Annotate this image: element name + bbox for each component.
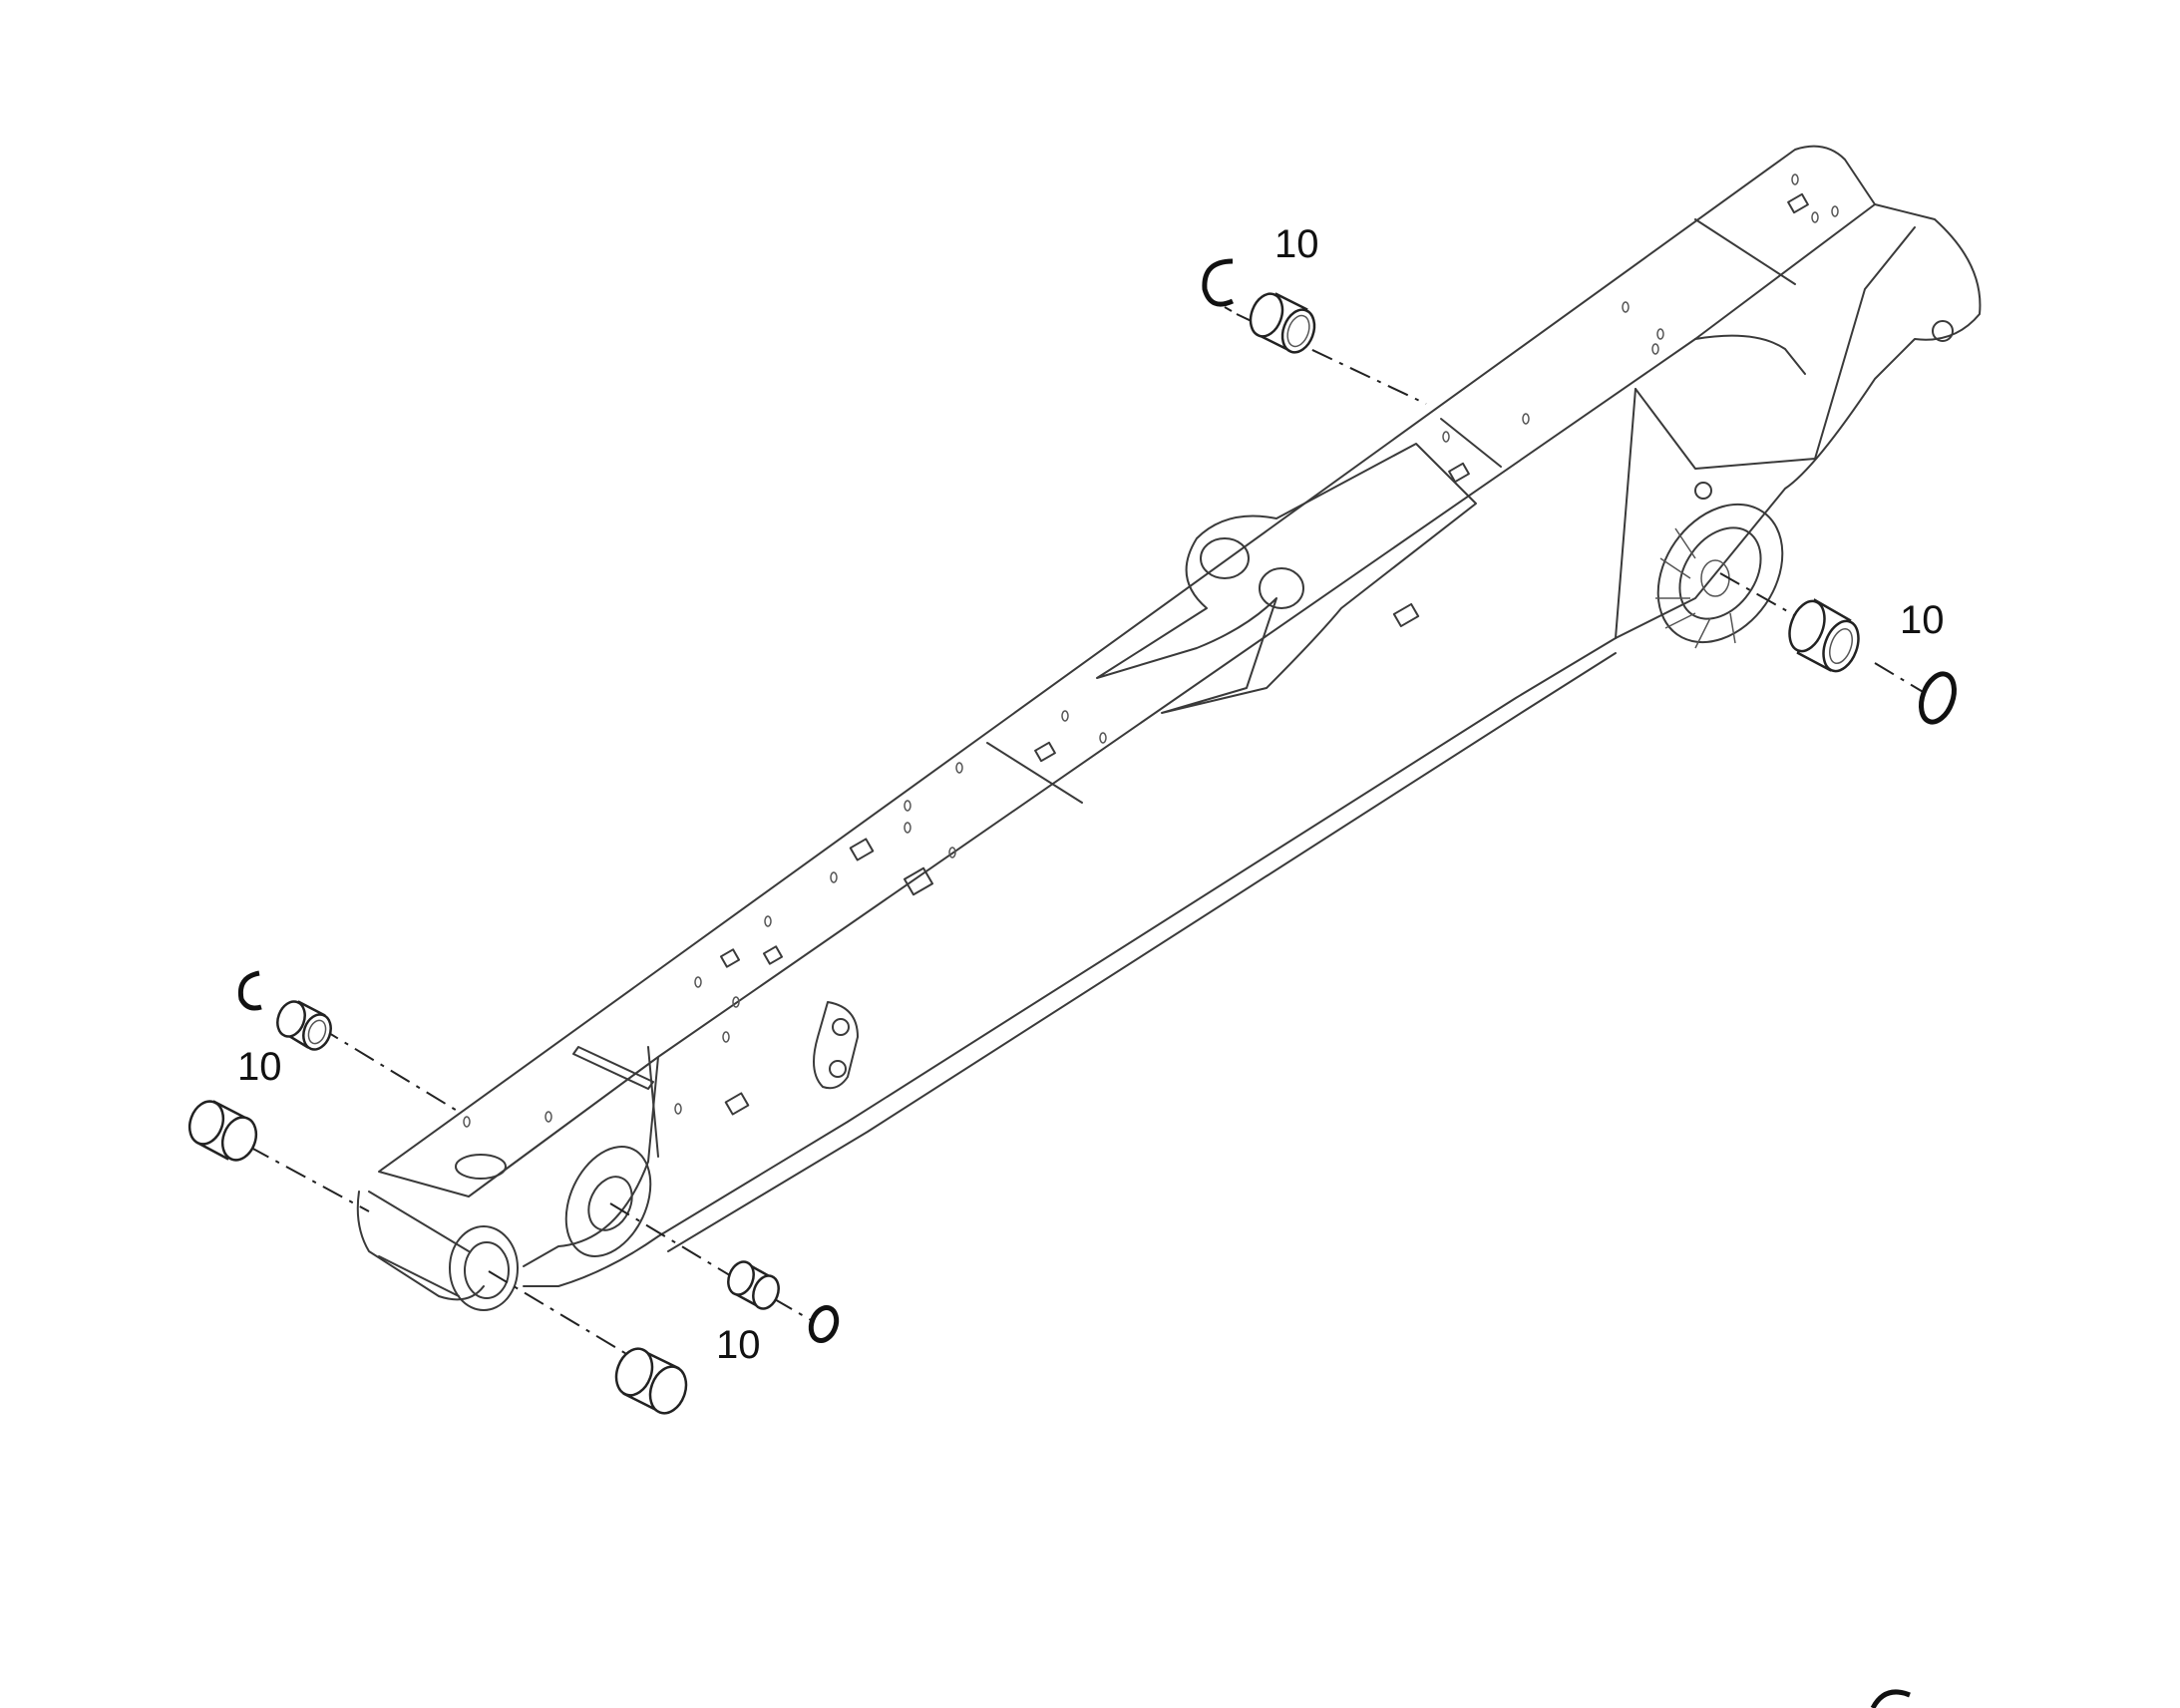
callout-label-right: 10 <box>1900 598 1945 642</box>
callout-label-left: 10 <box>237 1045 282 1089</box>
snap-ring-top <box>1202 258 1235 307</box>
snap-ring-left <box>237 970 262 1011</box>
callout-label-bottom: 10 <box>716 1323 761 1367</box>
callout-label-top: 10 <box>1274 222 1319 266</box>
bushing-bottom <box>727 1260 780 1310</box>
bushing-right <box>1788 598 1860 673</box>
bushing-bottom-large <box>614 1347 688 1415</box>
bushing-left-lower <box>187 1100 258 1162</box>
excavator-arm <box>356 145 1982 1311</box>
o-ring-right <box>1919 671 1957 725</box>
bushing-top <box>1249 292 1316 354</box>
assembly-axes <box>248 306 1926 1362</box>
cropped-part <box>1870 1689 1911 1708</box>
o-ring-bottom <box>808 1305 840 1343</box>
bushing-left-upper <box>276 1000 332 1051</box>
